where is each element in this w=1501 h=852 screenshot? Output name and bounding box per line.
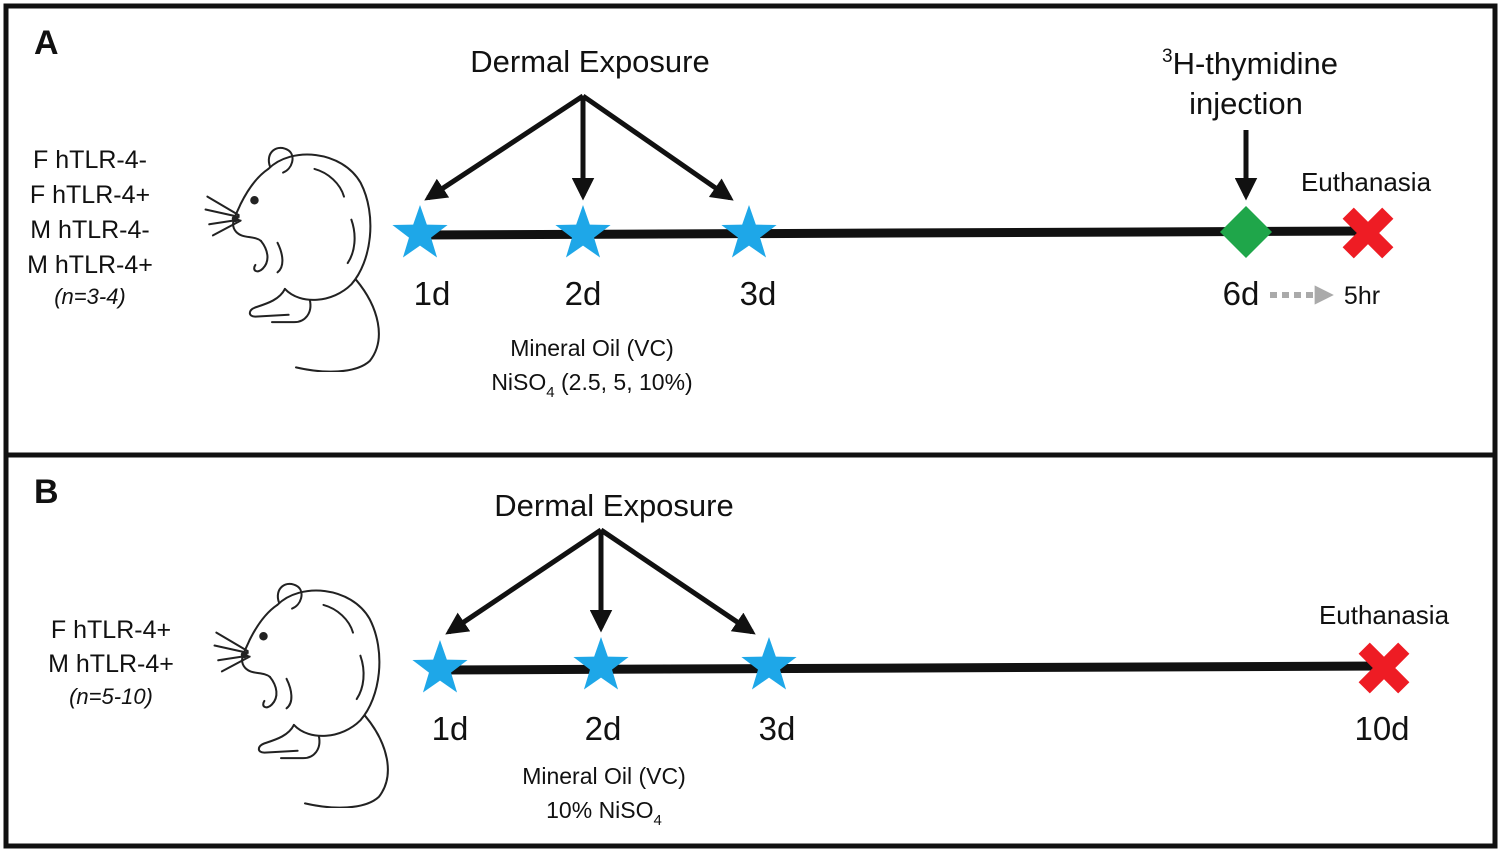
day-label: 3d: [740, 275, 777, 312]
treatment-line: 10% NiSO4: [546, 797, 662, 829]
panel-b-groups: F hTLR-4+ M hTLR-4+ (n=5-10): [48, 616, 174, 709]
timeline: [439, 661, 1385, 675]
day-label: 1d: [432, 710, 469, 747]
star-icon: [573, 637, 629, 690]
star-icon: [721, 205, 777, 258]
star-icon: [412, 640, 468, 693]
interval-label: 5hr: [1344, 282, 1380, 310]
group-label: F hTLR-4-: [33, 146, 147, 174]
sample-size: (n=3-4): [54, 284, 126, 309]
day-label: 3d: [759, 710, 796, 747]
exposure-arrows: [424, 93, 734, 201]
panel-b-letter: B: [34, 473, 59, 511]
treatment-labels: Mineral Oil (VC) 10% NiSO4: [522, 763, 686, 829]
panel-b: B F hTLR-4+ M hTLR-4+ (n=5-10) Dermal Ex…: [34, 473, 1450, 829]
treatment-line: Mineral Oil (VC): [510, 335, 674, 361]
sample-size: (n=5-10): [69, 684, 153, 709]
panel-b-frame: [3, 452, 1498, 849]
mouse-icon: [213, 582, 389, 808]
exposure-title: Dermal Exposure: [470, 44, 709, 79]
euthanasia-label: Euthanasia: [1301, 167, 1432, 197]
group-label: F hTLR-4+: [51, 616, 171, 644]
group-label: M hTLR-4-: [30, 216, 149, 244]
group-label: F hTLR-4+: [30, 181, 150, 209]
arrow-to-day3: [581, 93, 734, 201]
panel-a-groups: F hTLR-4- F hTLR-4+ M hTLR-4- M hTLR-4+ …: [27, 146, 153, 309]
treatment-labels: Mineral Oil (VC) NiSO4 (2.5, 5, 10%): [491, 335, 692, 401]
day-label: 1d: [414, 275, 451, 312]
star-icon: [741, 637, 797, 690]
star-icon: [392, 205, 448, 258]
diamond-icon: [1220, 206, 1272, 258]
day-label: 2d: [585, 710, 622, 747]
day-label: 10d: [1354, 710, 1409, 747]
day-label: 2d: [565, 275, 602, 312]
panel-a-letter: A: [34, 24, 59, 62]
arrow-to-day1: [445, 527, 603, 635]
panel-a: A F hTLR-4- F hTLR-4+ M hTLR-4- M hTLR-4…: [27, 24, 1431, 401]
svg-text:injection: injection: [1189, 86, 1303, 121]
arrow-to-day3: [599, 527, 756, 635]
arrow-to-day1: [424, 93, 585, 201]
treatment-line: NiSO4 (2.5, 5, 10%): [491, 369, 692, 401]
svg-text:3H-thymidine: 3H-thymidine: [1162, 46, 1338, 81]
day-label: 6d: [1223, 275, 1260, 312]
treatment-line: Mineral Oil (VC): [522, 763, 686, 789]
exposure-arrows: [445, 527, 756, 635]
euthanasia-label: Euthanasia: [1319, 600, 1450, 630]
injection-label: 3H-thymidine injection: [1162, 46, 1338, 121]
group-label: M hTLR-4+: [27, 251, 153, 279]
group-label: M hTLR-4+: [48, 650, 174, 678]
star-icon: [555, 205, 611, 258]
mouse-icon: [204, 146, 380, 372]
exposure-title: Dermal Exposure: [494, 488, 733, 523]
